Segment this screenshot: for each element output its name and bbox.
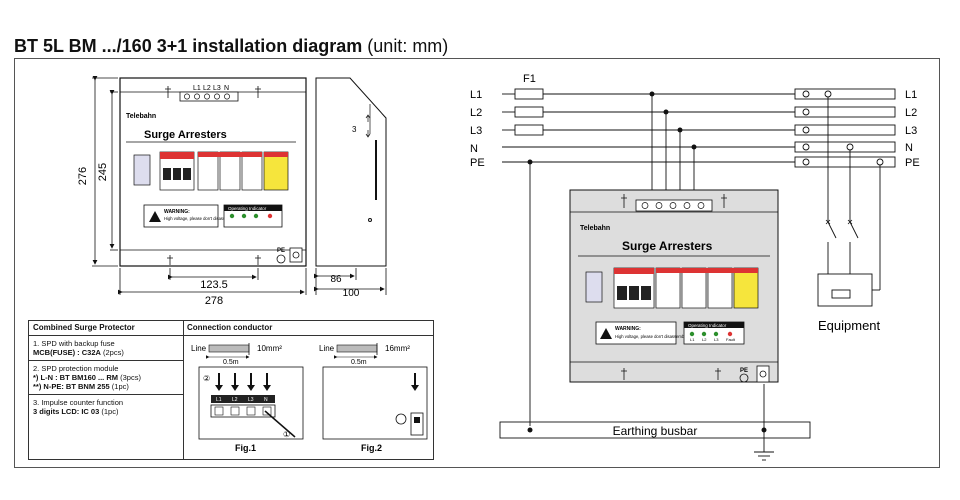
warning-text: High voltage, please don't disassemble! [164, 216, 238, 221]
front-dimensions [92, 76, 307, 295]
pe-label-front: PE [277, 248, 285, 254]
indicator-title: Operating Indicator [228, 206, 267, 211]
fig1-line-label: Line [191, 344, 207, 353]
connection-conductor-panel: Connection conductor Line 10mm² 0.5m ② L… [183, 321, 433, 459]
spec-row-1: 1. SPD with backup fuse MCB(FUSE) : C32A… [29, 336, 183, 361]
dim-width-outer: 278 [205, 295, 223, 307]
line-label-left-pe: PE [470, 157, 485, 169]
combined-surge-protector-panel: Combined Surge Protector 1. SPD with bac… [29, 321, 184, 459]
line-label-left-l2: L2 [470, 107, 482, 119]
fig2-caption: Fig.2 [361, 443, 382, 453]
line-label-left-l3: L3 [470, 125, 482, 137]
terminal-label-l3: L3 [213, 85, 221, 92]
indicator-title-right: Operating Indicator [688, 323, 727, 328]
fig1-mark-1: ① [283, 430, 290, 439]
dim-width-inner: 123.5 [200, 279, 228, 291]
wiring-diagram: L1 L2 L3 N PE F1 [470, 73, 920, 461]
dim-depth-outer: 100 [343, 288, 360, 299]
fuse-label: F1 [523, 73, 536, 85]
spec-row-2: 2. SPD protection module *) L-N : BT BM1… [29, 361, 183, 395]
line-label-right-n: N [905, 142, 913, 154]
right-header: Connection conductor [183, 321, 433, 336]
line-label-right-l2: L2 [905, 107, 917, 119]
terminal-label-l2: L2 [203, 85, 211, 92]
fig1-terminal-l3: L3 [248, 397, 254, 403]
fig1-mark-2: ② [203, 374, 210, 383]
brand-logo-right: Telebahn [580, 225, 610, 232]
fig1-terminal-l2: L2 [232, 397, 238, 403]
brand-logo: Telebahn [126, 113, 156, 120]
busbar-label: Earthing busbar [613, 424, 698, 438]
line-label-right-l3: L3 [905, 125, 917, 137]
line-label-right-l1: L1 [905, 89, 917, 101]
fig1-terminal-n: N [264, 397, 268, 403]
line-label-left-n: N [470, 143, 478, 155]
line-label-right-pe: PE [905, 157, 920, 169]
terminal-label-n: N [224, 85, 229, 92]
equipment-label: Equipment [818, 318, 881, 333]
dim-height-outer: 276 [77, 167, 89, 185]
side-mark: 3 [352, 125, 357, 134]
indicator-label-l1: L1 [690, 337, 695, 342]
indicator-label-l2: L2 [702, 337, 707, 342]
spec-row-3: 3. Impulse counter function 3 digits LCD… [33, 398, 124, 416]
fig1-terminal-l1: L1 [216, 397, 222, 403]
indicator-label-fault: Fault [726, 337, 736, 342]
line-label-left-l1: L1 [470, 89, 482, 101]
dim-height-inner: 245 [97, 163, 109, 181]
fig2-length: 0.5m [351, 359, 367, 366]
diagram-frame [14, 58, 940, 468]
device-name-right: Surge Arresters [622, 239, 713, 253]
terminal-label-l1: L1 [193, 85, 201, 92]
fig2-size: 16mm² [385, 344, 410, 353]
pe-label-right: PE [740, 368, 748, 374]
fig1-length: 0.5m [223, 359, 239, 366]
page-title: BT 5L BM .../160 3+1 installation diagra… [14, 36, 449, 56]
front-view: L1 L2 L3 N Telebahn Surge Arresters WARN… [119, 77, 307, 267]
warning-text-right: High voltage, please don't disassemble! [615, 334, 689, 339]
warning-title-right: WARNING: [615, 326, 641, 332]
side-view [315, 77, 387, 267]
fig1-size: 10mm² [257, 344, 282, 353]
left-header: Combined Surge Protector [29, 321, 183, 336]
indicator-label-l3: L3 [714, 337, 719, 342]
dim-depth-inner: 86 [330, 274, 342, 285]
warning-title: WARNING: [164, 209, 190, 215]
spec-table: Combined Surge Protector 1. SPD with bac… [28, 320, 434, 460]
fig2-line-label: Line [319, 344, 335, 353]
conductor-figures: Line 10mm² 0.5m ② L1 L2 L3 N ① Fig.1 Lin [191, 343, 428, 453]
device-name: Surge Arresters [144, 129, 227, 141]
side-dimensions [314, 268, 387, 295]
fig1-caption: Fig.1 [235, 443, 256, 453]
